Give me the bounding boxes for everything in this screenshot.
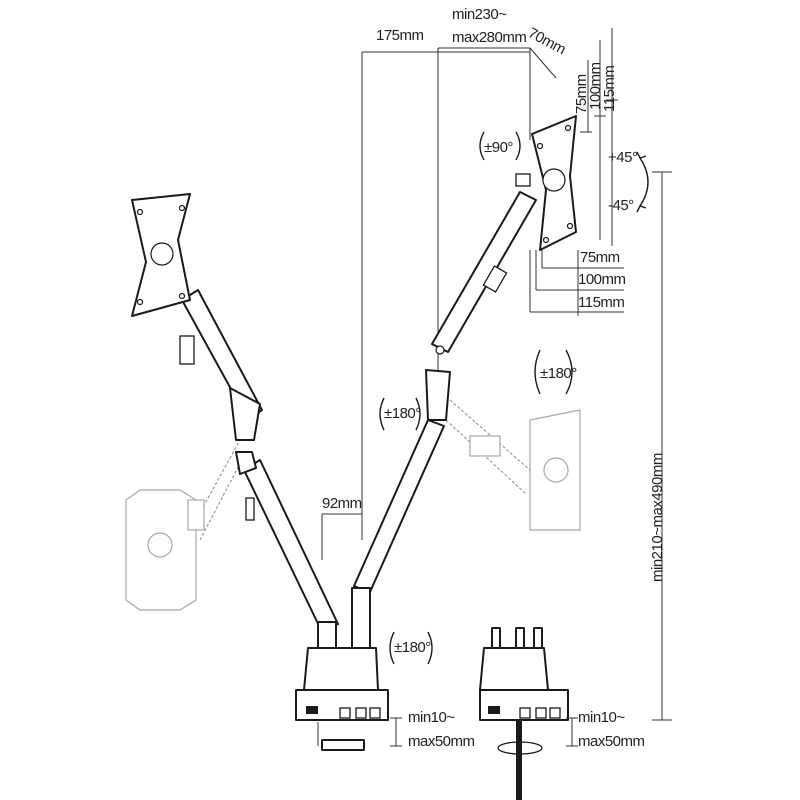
rotation-180-mid-label: ±180° [384,405,421,422]
vesa-v-100-label: 100mm [587,62,604,110]
right-vesa-plate [515,115,577,251]
height-range-label: min210~max490mm [649,453,666,582]
vesa-v-115-label: 115mm [601,66,618,112]
height-dimension-line [652,171,672,721]
tilt-plus-label: +45° [608,149,638,166]
dim-175-label: 175mm [376,27,424,44]
vesa-h-100-label: 100mm [578,271,626,288]
left-clamp-dims [390,717,402,747]
dim-max280-label: max280mm [452,29,526,46]
rotation-90-label: ±90° [484,139,513,156]
dim-min230-label: min230~ [452,6,507,23]
dim-92-lines [321,513,362,560]
vesa-h-75-label: 75mm [580,249,620,266]
clamp-min-right-label: min10~ [578,709,625,726]
top-dimension-lines [361,47,557,540]
vesa-h-115-label: 115mm [578,294,624,311]
right-clamp-dims [566,717,578,747]
vesa-vertical-dimension-lines [580,28,618,246]
right-monitor-arm [353,191,537,593]
tilt-arrow-icon [639,157,649,207]
left-monitor-arm [179,289,339,633]
left-vesa-plate [131,193,191,317]
rotation-180-mid-icon [379,397,421,431]
dim-92-label: 92mm [322,495,362,512]
left-desk-clamp-base [295,647,389,751]
rotation-180-right-icon [534,349,573,395]
vesa-v-75-label: 75mm [573,74,590,114]
ghost-left-monitor-plate [125,439,247,611]
right-grommet-base [479,627,569,800]
vesa-horizontal-dimension-lines [529,250,624,316]
dim-70-label: 70mm [525,25,568,59]
tilt-minus-label: -45° [608,197,634,214]
clamp-max-left-label: max50mm [408,733,475,750]
rotation-180-base-icon [389,631,433,665]
rotation-180-right-label: ±180° [540,365,577,382]
clamp-max-right-label: max50mm [578,733,645,750]
rotation-180-base-label: ±180° [394,639,431,656]
rotation-90-icon [479,131,521,161]
ghost-right-monitor-plate [445,399,581,531]
clamp-min-left-label: min10~ [408,709,455,726]
